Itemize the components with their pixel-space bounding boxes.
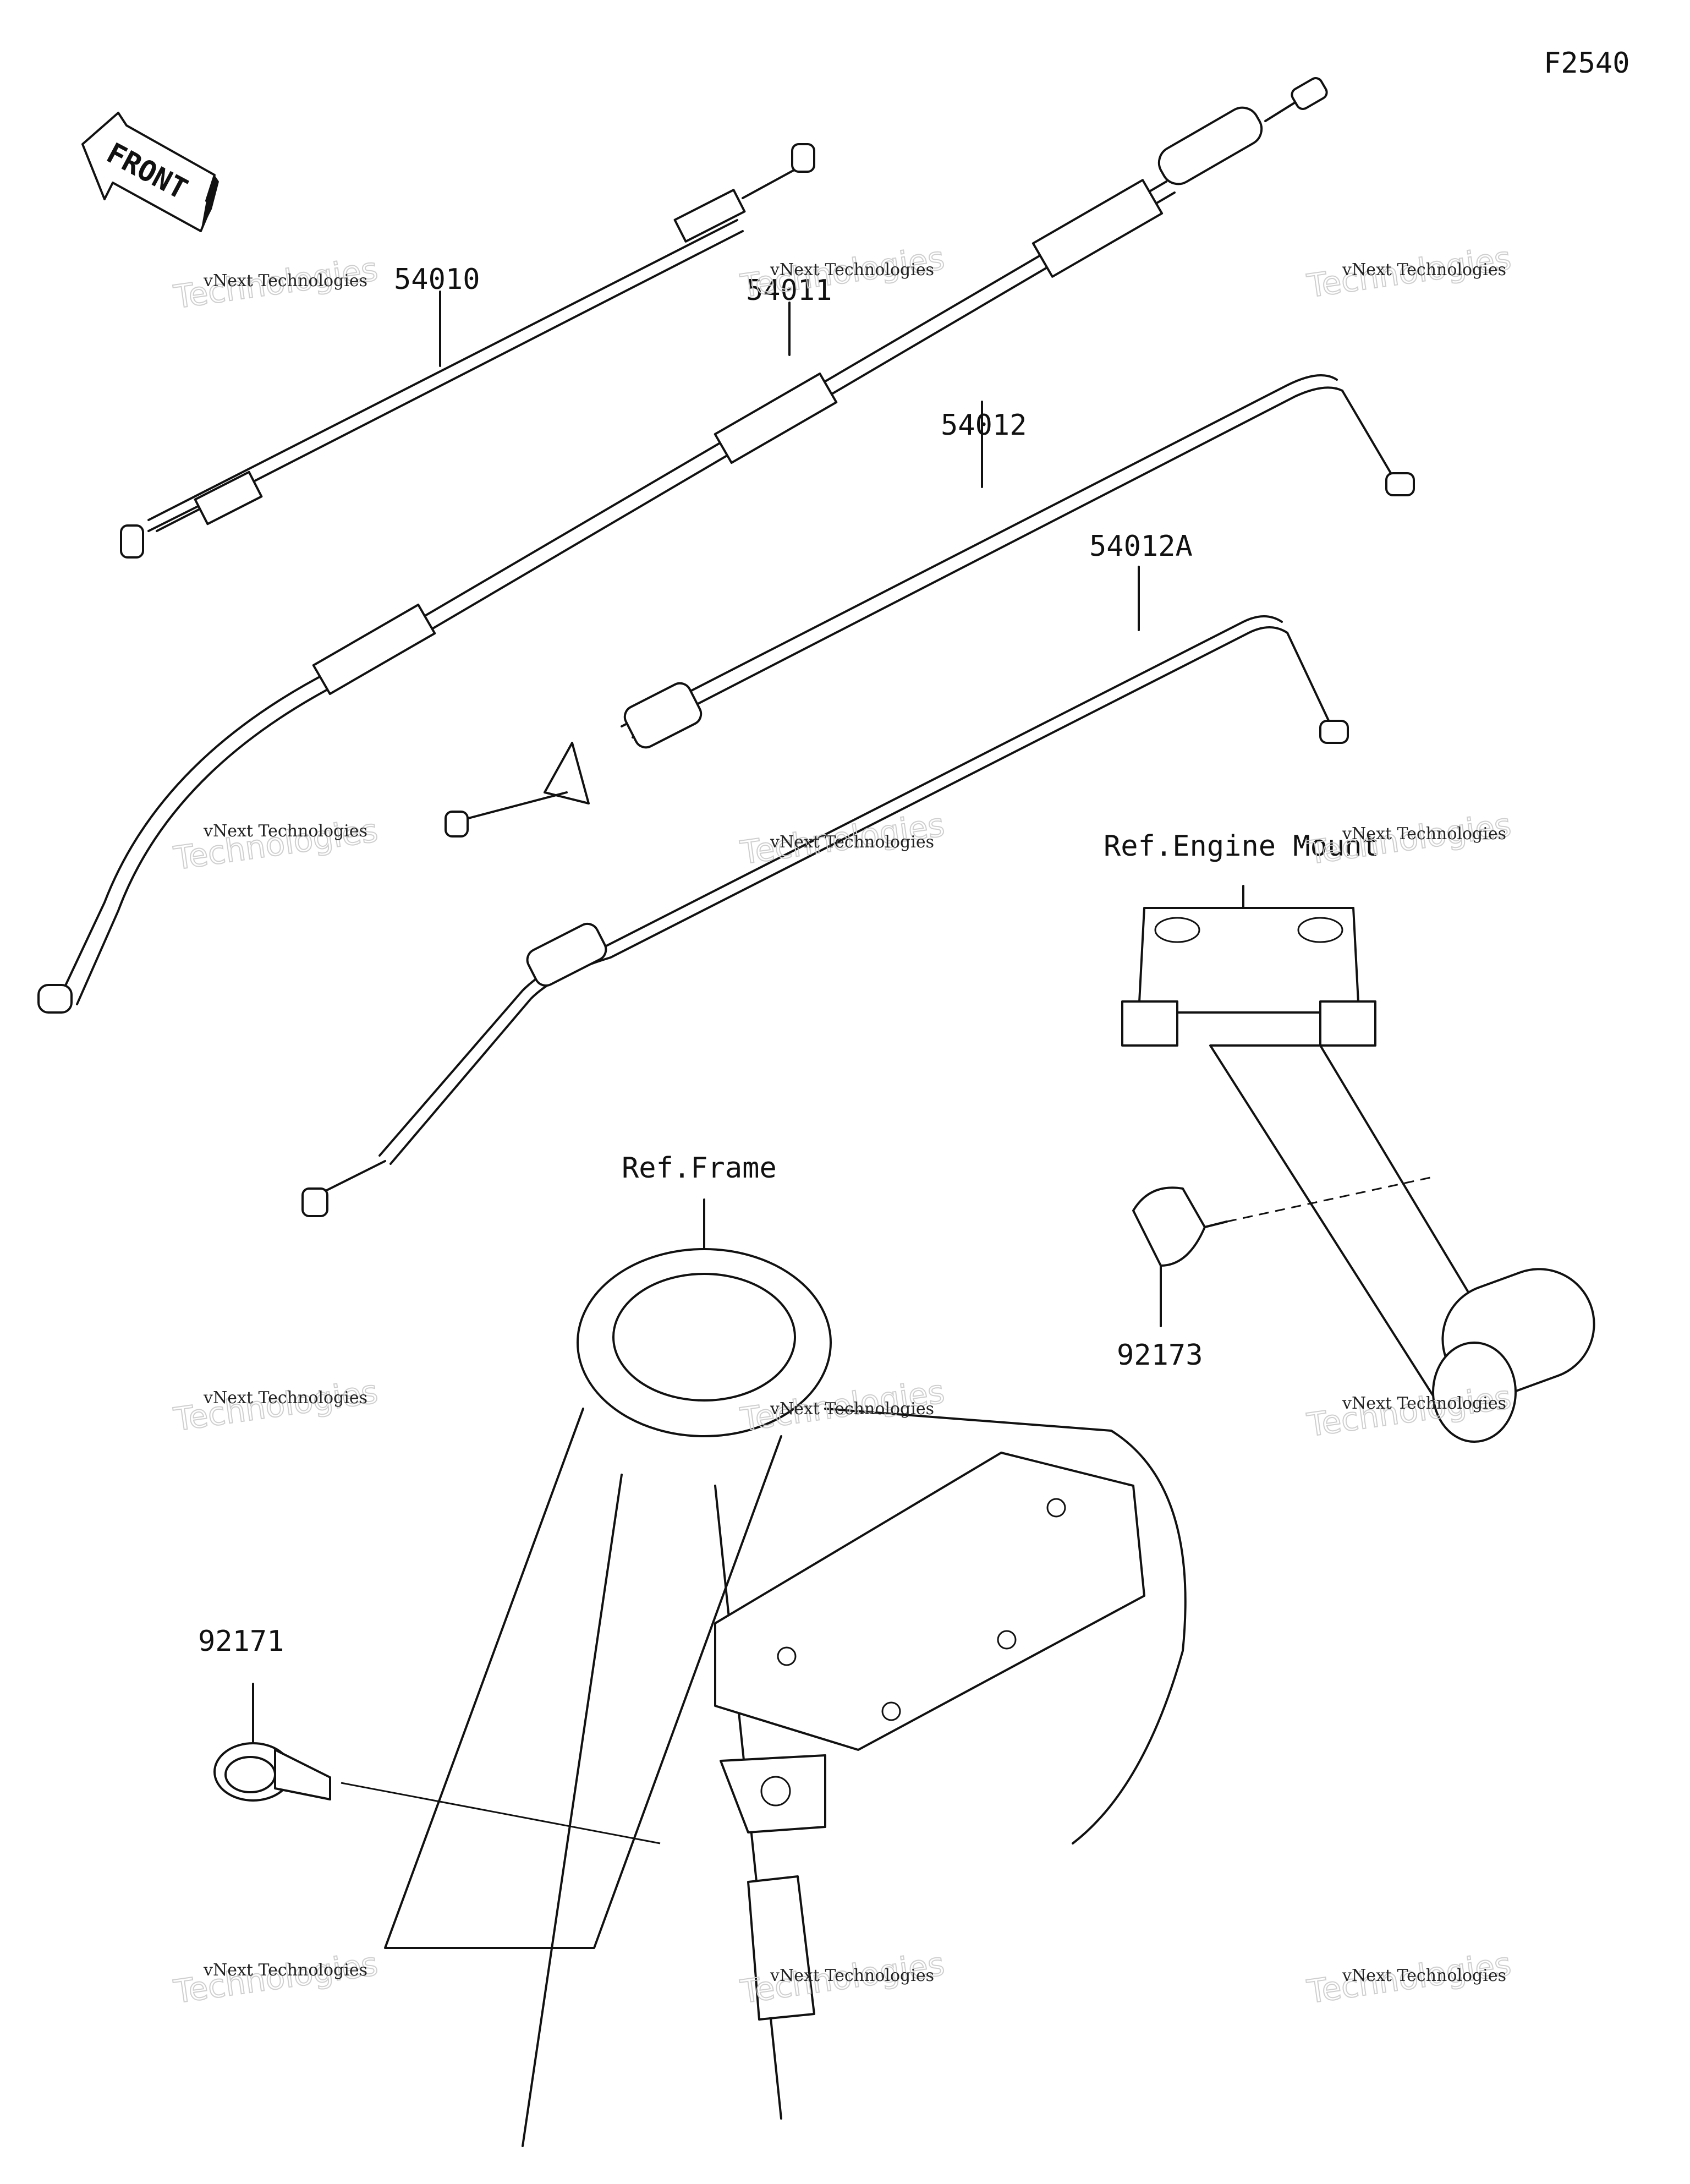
svg-text:vNext Technologies: vNext Technologies — [770, 1966, 934, 1985]
ref-frame-label: Ref.Frame — [622, 1152, 777, 1185]
svg-text:vNext Technologies: vNext Technologies — [770, 260, 934, 280]
watermark: Technologies vNext Technologies — [737, 239, 947, 305]
part-label-92171: 92171 — [198, 1625, 284, 1658]
watermark: Technologies vNext Technologies — [171, 811, 380, 878]
watermark: Technologies vNext Technologies — [171, 1945, 380, 2011]
frame-drawing — [384, 1198, 1187, 2147]
cable-54011 — [37, 77, 1328, 1014]
svg-text:vNext Technologies: vNext Technologies — [770, 833, 934, 852]
part-label-54011: 54011 — [746, 274, 832, 307]
ref-engine-mount-label: Ref.Engine Mount — [1104, 830, 1379, 863]
svg-text:vNext Technologies: vNext Technologies — [1342, 1394, 1506, 1413]
cable-54012a — [301, 566, 1349, 1217]
engine-mount-drawing — [1121, 885, 1595, 1443]
watermark: Technologies vNext Technologies — [171, 250, 380, 316]
watermark: Technologies vNext Technologies — [1304, 239, 1513, 305]
svg-text:vNext Technologies: vNext Technologies — [1342, 824, 1506, 844]
svg-text:vNext Technologies: vNext Technologies — [1342, 1966, 1506, 1985]
cable-54010 — [120, 143, 815, 559]
clamp-92173 — [1132, 1176, 1431, 1327]
svg-text:vNext Technologies: vNext Technologies — [770, 1399, 934, 1419]
svg-text:vNext Technologies: vNext Technologies — [1342, 260, 1506, 280]
front-arrow-icon: FRONT — [81, 112, 219, 232]
svg-text:vNext Technologies: vNext Technologies — [203, 1961, 367, 1980]
part-label-54012: 54012 — [941, 409, 1027, 442]
watermark: Technologies vNext Technologies — [1304, 1945, 1513, 2011]
part-label-92173: 92173 — [1117, 1339, 1203, 1372]
watermark: Technologies vNext Technologies — [171, 1372, 380, 1439]
cable-54012 — [445, 374, 1415, 838]
svg-text:vNext Technologies: vNext Technologies — [203, 822, 367, 841]
clamp-92171 — [213, 1683, 661, 1844]
watermark: Technologies vNext Technologies — [737, 806, 947, 872]
svg-text:vNext Technologies: vNext Technologies — [203, 1388, 367, 1408]
watermark: Technologies vNext Technologies — [1304, 806, 1513, 872]
part-label-54010: 54010 — [394, 263, 480, 296]
svg-text:vNext Technologies: vNext Technologies — [203, 271, 367, 291]
part-label-54012a: 54012A — [1089, 530, 1193, 563]
figure-code: F2540 — [1544, 47, 1630, 80]
